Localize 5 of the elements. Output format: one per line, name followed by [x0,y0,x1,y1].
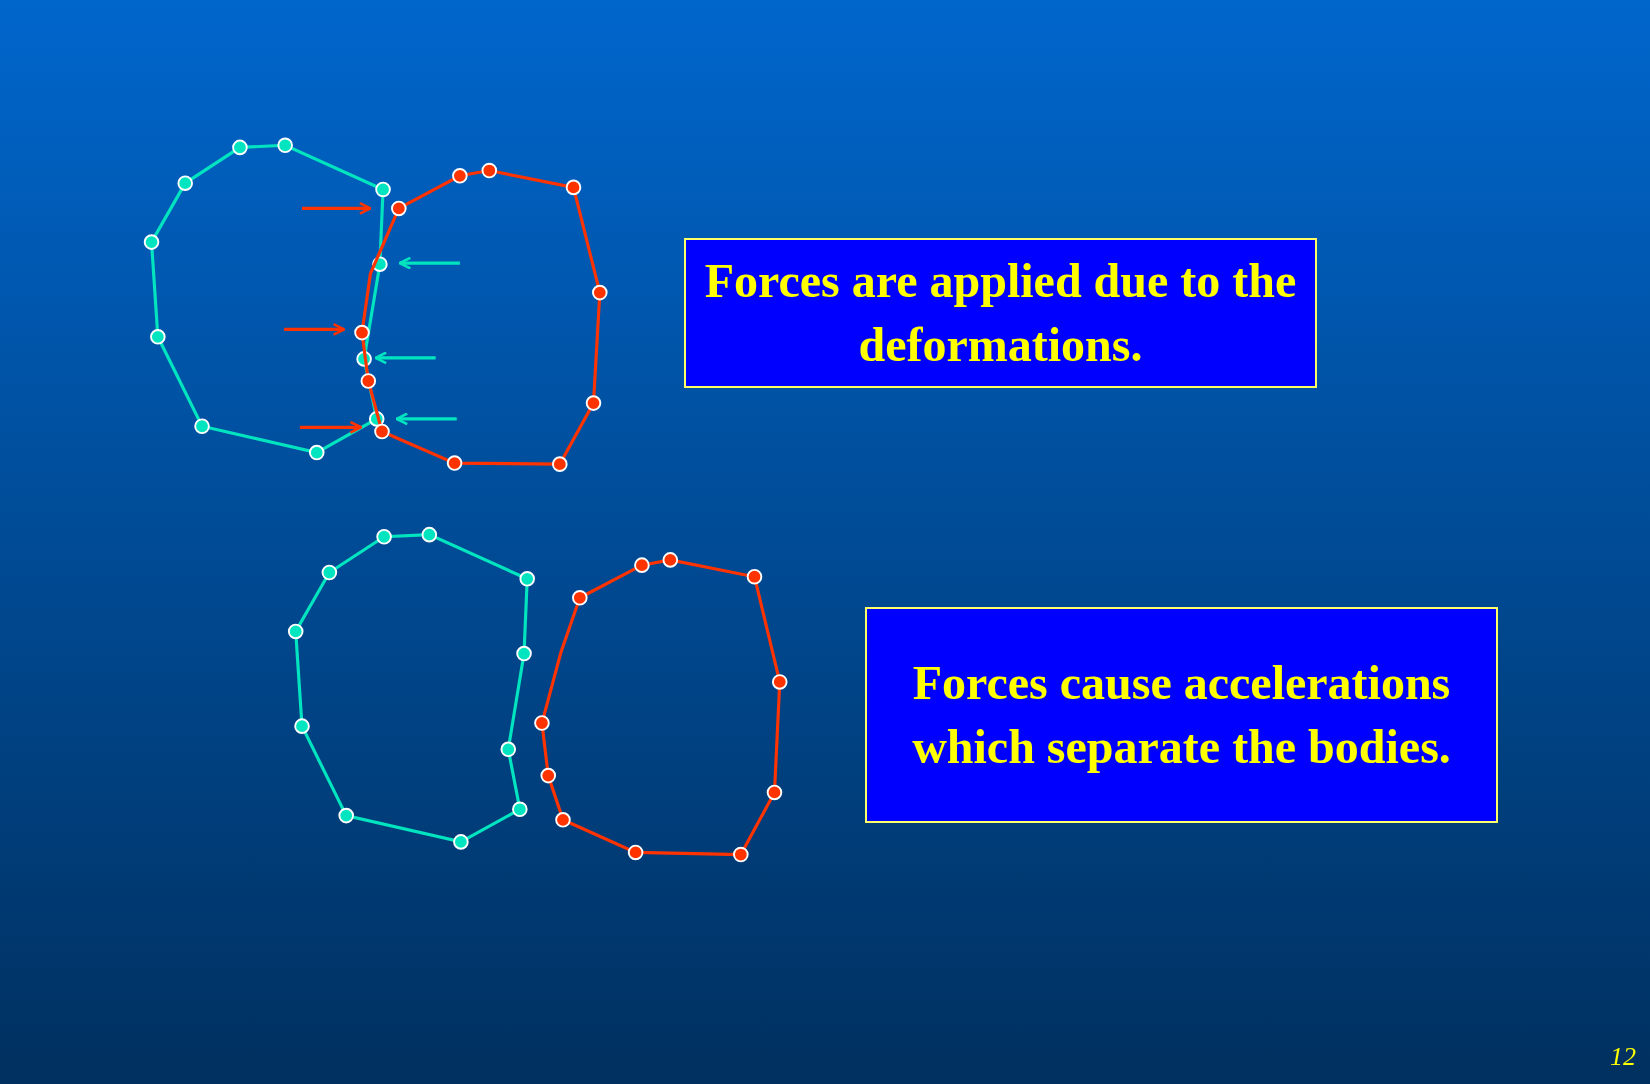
caption-text: Forces cause accelerations which separate the bodies. [911,655,1452,775]
text-box [865,607,1498,823]
text-box [684,238,1317,388]
page-number: 12 [1610,1042,1636,1072]
caption-text: Forces are applied due to the deformations. [704,253,1297,373]
